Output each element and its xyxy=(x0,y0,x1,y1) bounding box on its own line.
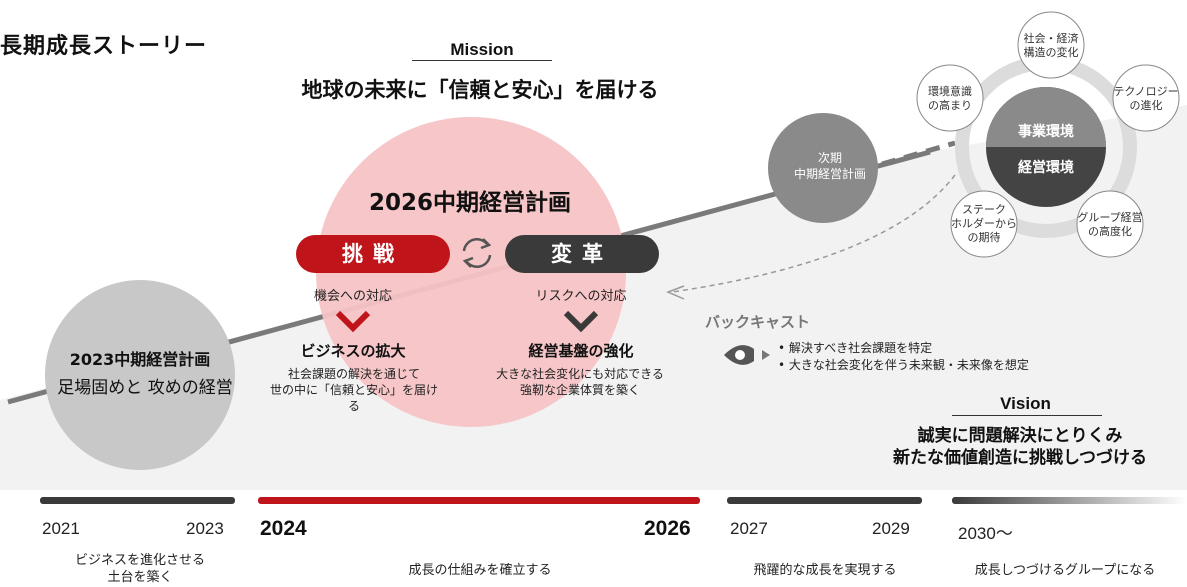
backcast-label: バックキャスト xyxy=(705,313,811,331)
business-expansion-desc: 社会課題の解決を通じて 世の中に「信頼と安心」を届ける xyxy=(269,367,438,413)
env-group-label: グループ経営 の高度化 xyxy=(1077,211,1143,238)
phase-2021-2023: ビジネスを進化させる 土台を築く xyxy=(74,553,205,585)
vision-text: 誠実に問題解決にとりくみ 新たな価値創造に挑戦しつづける xyxy=(893,426,1147,468)
backcast-arrow-head xyxy=(666,285,685,300)
env-circle-environment xyxy=(916,64,984,132)
backcast-bullets: • 解決すべき社会課題を特定 • 大きな社会変化を伴う未来観・未来像を想定 xyxy=(778,340,1029,374)
env-stakeholder-label: ステーク ホルダーから の期待 xyxy=(951,203,1017,244)
chevron-down-icon-red xyxy=(335,310,371,333)
year-2030: 2030〜 xyxy=(958,524,1013,543)
growth-line-dashed xyxy=(881,140,956,167)
vision-underline xyxy=(952,415,1102,416)
phase-2027-2029: 飛躍的な成長を実現する xyxy=(753,563,897,578)
bullet-item: • 解決すべき社会課題を特定 xyxy=(778,341,933,355)
mission-label: Mission xyxy=(450,40,514,59)
backcast-arrow xyxy=(671,174,956,293)
environment-center-top xyxy=(986,87,1106,147)
business-environment-label: 事業環境 xyxy=(1018,124,1074,140)
env-circle-technology xyxy=(1112,64,1180,132)
challenge-pill: 挑戦 xyxy=(296,235,450,273)
transform-pill: 変革 xyxy=(505,235,659,273)
plan-2023-title: 2023中期経営計画 xyxy=(69,350,211,369)
mission-underline xyxy=(412,60,552,61)
year-2024: 2024 xyxy=(260,517,307,540)
next-plan-label: 次期 中期経営計画 xyxy=(793,151,866,181)
mission-text: 地球の未来に「信頼と安心」を届ける xyxy=(301,78,659,102)
env-society-label: 社会・経済 構造の変化 xyxy=(1023,32,1079,59)
year-2027: 2027 xyxy=(730,519,768,538)
timeline-bar-2021 xyxy=(40,497,235,504)
opportunity-label: 機会への対応 xyxy=(313,289,392,304)
management-environment-label: 経営環境 xyxy=(1018,160,1074,176)
env-circle-stakeholder xyxy=(950,190,1018,258)
plan-2026-circle xyxy=(316,117,626,427)
env-environment-label: 環境意識 の高まり xyxy=(928,85,972,112)
timeline-bar-2030 xyxy=(952,497,1187,504)
plan-2026-title: 2026中期経営計画 xyxy=(368,190,571,216)
phase-2024-2026: 成長の仕組みを確立する xyxy=(408,563,552,578)
timeline-bar-2024 xyxy=(258,497,700,504)
page-title: 長期成長ストーリー xyxy=(0,34,208,59)
cycle-icon xyxy=(462,237,492,269)
timeline-bar-2027 xyxy=(727,497,922,504)
next-plan-circle xyxy=(768,113,878,223)
risk-label: リスクへの対応 xyxy=(535,289,627,304)
env-technology-label: テクノロジー の進化 xyxy=(1113,85,1179,112)
year-2026: 2026 xyxy=(644,517,691,540)
plan-2023-circle xyxy=(45,280,235,470)
bullet-item: • 大きな社会変化を伴う未来観・未来像を想定 xyxy=(778,358,1029,372)
vision-label: Vision xyxy=(1000,394,1051,413)
business-expansion-title: ビジネスの拡大 xyxy=(300,342,406,360)
env-circle-group xyxy=(1076,190,1144,258)
year-2029: 2029 xyxy=(872,519,910,538)
year-2021: 2021 xyxy=(42,519,80,538)
foundation-desc: 大きな社会変化にも対応できる 強靭な企業体質を築く xyxy=(496,367,664,397)
eye-icon xyxy=(724,345,770,365)
phase-2030: 成長しつづけるグループになる xyxy=(974,563,1156,578)
year-2023: 2023 xyxy=(186,519,224,538)
env-circle-society xyxy=(1017,11,1085,79)
chevron-down-icon-dark xyxy=(563,310,599,333)
plan-2023-subtitle: 足場固めと 攻めの経営 xyxy=(57,378,233,398)
foundation-title: 経営基盤の強化 xyxy=(528,342,634,360)
